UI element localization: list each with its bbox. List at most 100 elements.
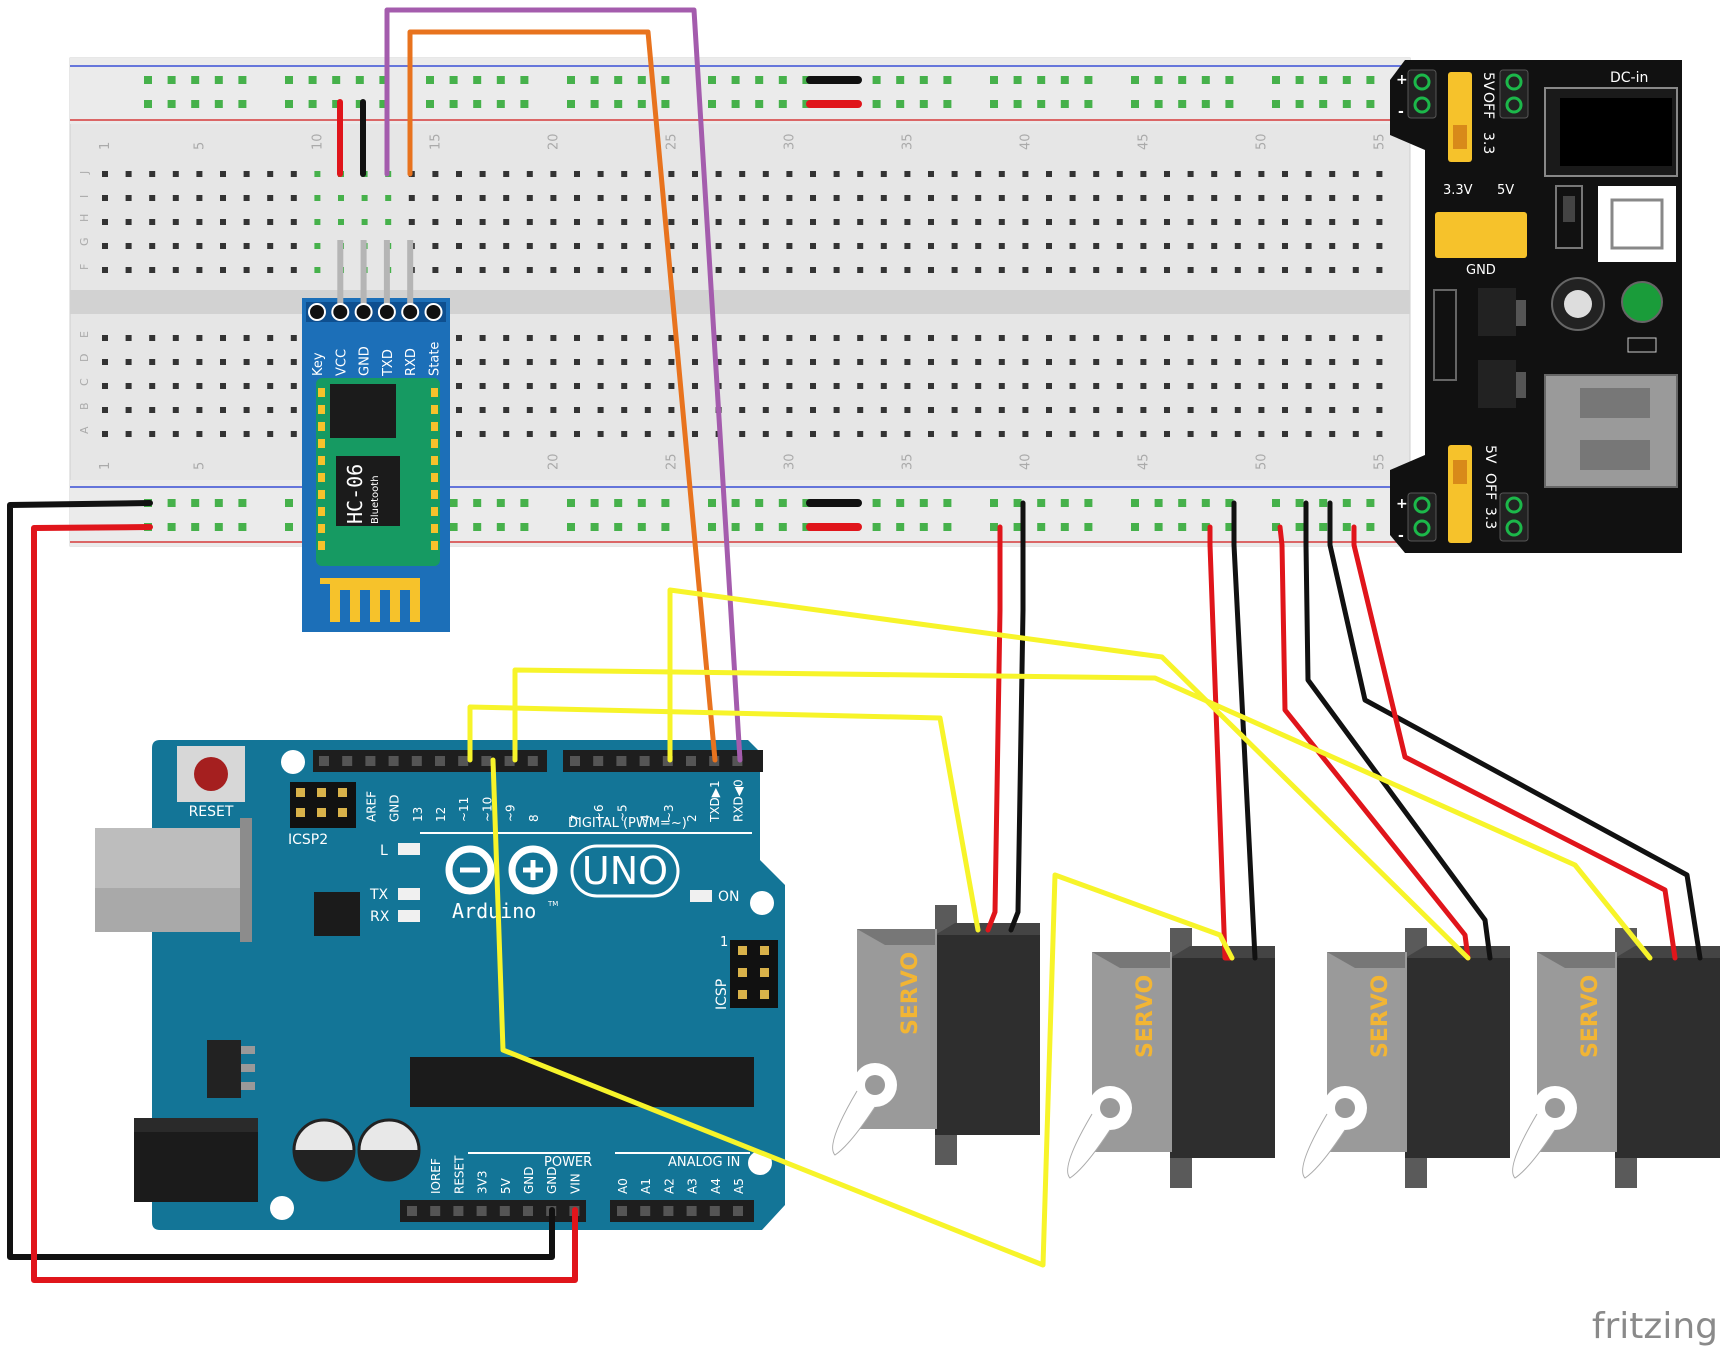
breadboard-hole[interactable] [526, 171, 533, 177]
breadboard-hole[interactable] [550, 195, 557, 201]
breadboard-hole[interactable] [1305, 359, 1312, 365]
breadboard-hole[interactable] [102, 407, 108, 413]
wire-red-servo1[interactable] [985, 524, 1003, 933]
rail-hole[interactable] [214, 523, 223, 531]
breadboard-hole[interactable] [621, 219, 628, 225]
rail-hole[interactable] [473, 523, 482, 531]
breadboard-hole[interactable] [762, 219, 769, 225]
breadboard-hole[interactable] [432, 195, 439, 201]
rail-hole[interactable] [1295, 100, 1304, 108]
breadboard-hole[interactable] [786, 407, 793, 413]
rail-hole[interactable] [426, 100, 434, 108]
rail-hole[interactable] [943, 100, 952, 108]
breadboard-hole[interactable] [739, 383, 746, 389]
breadboard-hole[interactable] [503, 171, 510, 177]
breadboard-hole[interactable] [1093, 335, 1100, 341]
bt-pin[interactable] [354, 303, 373, 321]
breadboard-hole[interactable] [526, 407, 533, 413]
breadboard-hole[interactable] [102, 219, 108, 225]
breadboard-hole[interactable] [975, 171, 982, 177]
breadboard-hole[interactable] [503, 407, 510, 413]
breadboard-hole[interactable] [786, 195, 793, 201]
breadboard-hole[interactable] [668, 335, 675, 341]
rail-hole[interactable] [1154, 76, 1163, 84]
breadboard-hole[interactable] [1234, 407, 1241, 413]
rail-hole[interactable] [1366, 100, 1375, 108]
rail-hole[interactable] [708, 100, 716, 108]
breadboard-hole[interactable] [1069, 243, 1076, 249]
rail-hole[interactable] [1037, 523, 1046, 531]
rail-hole[interactable] [191, 523, 200, 531]
rail-hole[interactable] [1201, 76, 1210, 84]
breadboard-hole[interactable] [1258, 335, 1265, 341]
digital-pin[interactable] [365, 756, 376, 766]
rail-hole[interactable] [167, 76, 176, 84]
breadboard-hole[interactable] [880, 335, 887, 341]
digital-pin[interactable] [458, 756, 469, 766]
breadboard-hole[interactable] [1376, 195, 1383, 201]
breadboard-hole[interactable] [196, 267, 203, 273]
rail-hole[interactable] [285, 76, 293, 84]
breadboard-hole[interactable] [1258, 243, 1265, 249]
breadboard-hole[interactable] [597, 359, 604, 365]
breadboard-hole[interactable] [314, 243, 321, 249]
breadboard-hole[interactable] [149, 383, 156, 389]
rail-hole[interactable] [990, 499, 998, 507]
breadboard-hole[interactable] [1234, 267, 1241, 273]
breadboard-hole[interactable] [149, 335, 156, 341]
rail-hole[interactable] [285, 100, 293, 108]
breadboard-hole[interactable] [1376, 171, 1383, 177]
breadboard-hole[interactable] [1234, 219, 1241, 225]
breadboard-hole[interactable] [1069, 359, 1076, 365]
breadboard-hole[interactable] [621, 359, 628, 365]
breadboard-hole[interactable] [1329, 243, 1336, 249]
breadboard-hole[interactable] [621, 335, 628, 341]
breadboard-hole[interactable] [998, 383, 1005, 389]
breadboard-hole[interactable] [644, 335, 651, 341]
rail-hole[interactable] [1272, 499, 1280, 507]
wire-black-gnd[interactable] [7, 500, 555, 1260]
breadboard-hole[interactable] [1352, 359, 1359, 365]
breadboard-hole[interactable] [1352, 407, 1359, 413]
breadboard-hole[interactable] [1093, 195, 1100, 201]
breadboard-hole[interactable] [621, 383, 628, 389]
breadboard-hole[interactable] [928, 407, 934, 413]
breadboard-hole[interactable] [1211, 383, 1218, 389]
breadboard-hole[interactable] [456, 219, 462, 225]
rail-hole[interactable] [1225, 76, 1234, 84]
icsp-pin[interactable] [760, 946, 769, 955]
breadboard-hole[interactable] [102, 171, 108, 177]
breadboard-hole[interactable] [810, 171, 816, 177]
breadboard-hole[interactable] [880, 267, 887, 273]
rail-hole[interactable] [496, 76, 505, 84]
breadboard-hole[interactable] [1329, 267, 1336, 273]
breadboard-hole[interactable] [951, 431, 958, 437]
breadboard-hole[interactable] [786, 267, 793, 273]
breadboard-hole[interactable] [1164, 219, 1170, 225]
rail-hole[interactable] [520, 499, 529, 507]
rail-hole[interactable] [1201, 523, 1210, 531]
breadboard-hole[interactable] [432, 171, 439, 177]
breadboard-hole[interactable] [125, 407, 132, 413]
breadboard-hole[interactable] [125, 243, 132, 249]
breadboard-hole[interactable] [951, 335, 958, 341]
breadboard-hole[interactable] [739, 359, 746, 365]
breadboard-hole[interactable] [904, 171, 911, 177]
digital-pin[interactable] [570, 756, 580, 766]
breadboard-hole[interactable] [857, 407, 864, 413]
breadboard-hole[interactable] [149, 171, 156, 177]
breadboard-hole[interactable] [1116, 219, 1123, 225]
breadboard-hole[interactable] [503, 195, 510, 201]
rail-hole[interactable] [167, 523, 176, 531]
breadboard-hole[interactable] [1305, 243, 1312, 249]
breadboard-hole[interactable] [1258, 171, 1265, 177]
breadboard-hole[interactable] [1329, 431, 1336, 437]
rail-hole[interactable] [520, 100, 529, 108]
rail-hole[interactable] [708, 523, 716, 531]
breadboard-hole[interactable] [1069, 383, 1076, 389]
breadboard-hole[interactable] [125, 359, 132, 365]
header-pin[interactable] [499, 1206, 510, 1216]
breadboard-hole[interactable] [810, 267, 816, 273]
rail-hole[interactable] [449, 523, 458, 531]
rail-hole[interactable] [1342, 523, 1351, 531]
